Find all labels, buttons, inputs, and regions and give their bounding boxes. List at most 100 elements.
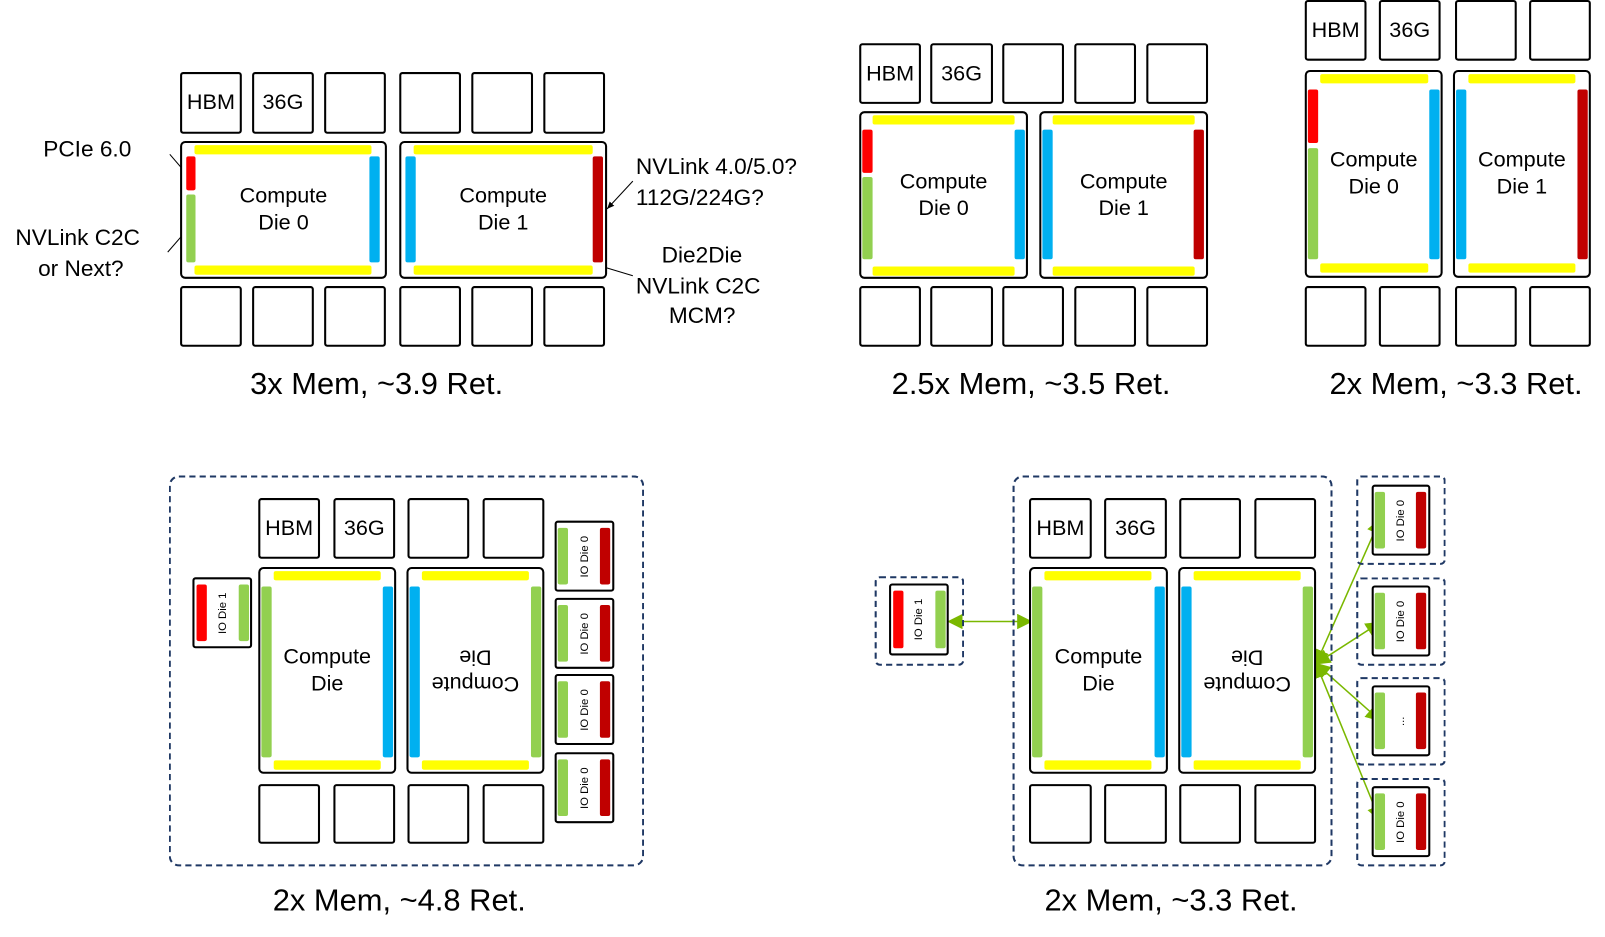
compute-die: [1304, 69, 1443, 278]
phy-bar-yellow: [872, 266, 1015, 276]
phy-bar-red: [599, 759, 611, 816]
diagram-caption: 2x Mem, ~3.3 Ret.: [1329, 367, 1583, 402]
phy-bar-yellow: [1052, 115, 1195, 125]
phy-bar-yellow: [1044, 760, 1152, 770]
phy-bar-yellow: [413, 145, 593, 155]
phy-bar-yellow: [194, 265, 372, 275]
die2die-bar: [1429, 89, 1440, 260]
hbm-stack: [258, 784, 321, 844]
hbm-stack: [1104, 784, 1167, 844]
hbm-stack: [1029, 784, 1092, 844]
nvlink-c2c-bar: [186, 194, 196, 263]
hbm-stack: HBM: [859, 43, 921, 104]
hbm-stack: [471, 286, 534, 347]
phy-bar-yellow: [421, 760, 529, 770]
hbm-stack: [324, 72, 386, 134]
io-link-bar: [1302, 586, 1314, 758]
phy-bar-yellow: [413, 265, 593, 275]
compute-die: [859, 111, 1028, 279]
io-die-label: IO Die 1: [216, 592, 229, 634]
phy-bar-green: [935, 590, 946, 649]
pcie-bar: [862, 129, 873, 173]
annotation-nvlink-c2c: NVLink C2C: [15, 224, 140, 251]
hbm-stack: [1529, 0, 1591, 61]
hbm-stack: [252, 286, 314, 347]
diagram-caption: 3x Mem, ~3.9 Ret.: [250, 367, 504, 402]
io-die-label: IO Die 0: [578, 612, 591, 655]
compute-die-label: Compute Die 1: [459, 184, 548, 235]
phy-bar-red: [196, 584, 207, 642]
hbm-stack: [1378, 286, 1441, 347]
compute-die: [180, 140, 387, 279]
io-die-label: IO Die 0: [578, 766, 591, 809]
compute-die: [406, 566, 545, 774]
io-package-outline: [1356, 475, 1446, 565]
annotation-pcie: PCIe 6.0: [43, 135, 132, 162]
compute-die-label: Compute Die 0: [899, 169, 988, 220]
die2die-bar: [1456, 89, 1467, 260]
hbm-stack: [543, 286, 606, 347]
hbm-stack: HBM: [258, 498, 321, 559]
phy-bar-green: [1374, 793, 1386, 850]
io-die-label: IO Die 0: [1394, 499, 1408, 541]
hbm-stack: [543, 72, 606, 134]
hbm-stack: [1074, 43, 1137, 104]
nvlink-bar: [1577, 89, 1588, 260]
phy-bar-green: [238, 584, 250, 642]
nvlink-c2c-bar: [1307, 148, 1319, 260]
hbm-stack: [180, 286, 242, 347]
hbm-stack: [471, 72, 534, 134]
io-package-outline: [1356, 677, 1446, 766]
phy-bar-yellow: [1320, 74, 1429, 84]
phy-bar-red: [1415, 491, 1427, 549]
phy-bar-green: [557, 605, 569, 662]
compute-die-label: Compute Die: [1054, 644, 1143, 696]
hbm-stack: 36G: [1378, 0, 1441, 61]
phy-bar-green: [1374, 692, 1386, 750]
die2die-bar: [1154, 586, 1165, 758]
phy-bar-yellow: [872, 115, 1015, 125]
annotation-nvlink-next: 112G/224G?: [635, 184, 764, 210]
phy-bar-yellow: [1320, 263, 1429, 273]
hbm-stack: [324, 286, 386, 347]
io-package-outline: [1356, 577, 1446, 666]
compute-die-label: Compute Die 1: [1478, 148, 1566, 199]
hbm-stack: [930, 286, 993, 347]
hbm-stack: [482, 784, 545, 844]
hbm-stack: [407, 498, 470, 559]
phy-bar-green: [1374, 592, 1386, 650]
nvlink-bar: [1193, 129, 1204, 260]
die2die-bar: [1042, 129, 1053, 260]
compute-die: [399, 140, 608, 279]
compute-die: [1178, 566, 1317, 774]
phy-bar-green: [557, 681, 569, 738]
annotation-nvlink-c2c: or Next?: [38, 255, 124, 281]
annotation-die2die: MCM?: [668, 302, 736, 329]
io-die-label: IO Die 0: [578, 535, 591, 577]
compute-die-label: Compute Die 0: [239, 184, 328, 235]
compute-die-label: Compute Die 0: [1329, 148, 1418, 199]
io-package-outline: [1356, 777, 1446, 867]
io-die-label: IO Die 0: [1394, 600, 1408, 642]
package-outline: [168, 475, 645, 867]
hbm-stack: [1179, 498, 1241, 559]
hbm-stack: [1455, 286, 1517, 347]
phy-bar-red: [599, 527, 611, 585]
compute-die-label: Compute Die: [1203, 645, 1291, 697]
diagram-caption: 2.5x Mem, ~3.5 Ret.: [891, 367, 1171, 402]
die2die-bar: [1014, 129, 1025, 260]
pcie-bar: [1307, 89, 1319, 144]
phy-bar-red: [1415, 793, 1427, 850]
hbm-stack: [399, 286, 461, 347]
nvlink-c2c-bar: [862, 176, 873, 260]
hbm-stack: 36G: [1104, 498, 1167, 559]
die2die-bar: [1181, 586, 1192, 758]
compute-die: [1039, 111, 1209, 279]
compute-die: [1452, 69, 1591, 278]
phy-bar-yellow: [1468, 74, 1576, 84]
phy-bar-red: [1415, 592, 1427, 650]
phy-bar-red: [599, 605, 611, 662]
compute-die-label: Compute Die: [283, 644, 372, 696]
diagram-caption: 2x Mem, ~4.8 Ret.: [272, 883, 526, 918]
